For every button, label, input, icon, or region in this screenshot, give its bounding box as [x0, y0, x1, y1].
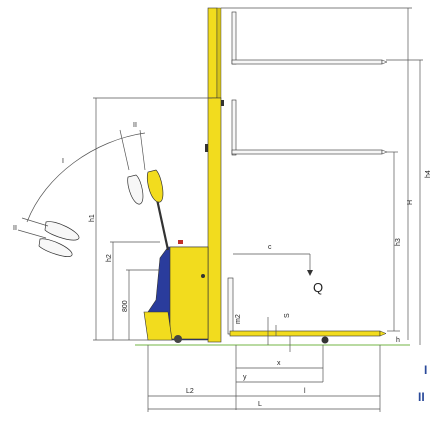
dim-h4-label: h4	[425, 170, 432, 178]
mast-bracket-2	[221, 100, 224, 106]
dim-S-label: S	[284, 313, 291, 318]
tiller-ref-line-3	[17, 229, 47, 239]
tiller-head-ghost-2	[44, 221, 80, 241]
angle-label-I: I	[62, 158, 64, 165]
dim-800-label: 800	[122, 300, 129, 312]
side-mark-II: II	[418, 390, 425, 404]
base-leg	[229, 330, 381, 337]
tiller-head-upright	[146, 169, 164, 203]
dim-h-label: h	[396, 337, 400, 344]
front-bumper	[143, 311, 173, 341]
emergency-button	[178, 240, 183, 244]
dim-L2-label: L2	[186, 388, 194, 395]
base-leg-tip	[379, 330, 387, 337]
main-mast	[207, 97, 222, 343]
upper-mast-side	[216, 7, 222, 99]
dim-h2-label: h2	[106, 254, 113, 262]
dim-h1-label: h1	[89, 214, 96, 222]
middle-fork-carriage	[231, 99, 237, 156]
dim-l-label: l	[304, 388, 306, 395]
tiller-angle-arc-I	[26, 132, 146, 223]
drive-wheel	[174, 335, 182, 343]
dim-H-label: H	[407, 200, 414, 205]
dim-m2-label: m2	[235, 314, 242, 324]
side-mark-I: I	[424, 363, 427, 377]
battery-indicator	[201, 274, 205, 278]
load-arrow	[307, 270, 313, 276]
mast-bracket-1	[205, 144, 208, 152]
load-wheel	[321, 336, 329, 344]
upper-mast	[207, 7, 218, 99]
upper-fork-tip	[381, 59, 388, 65]
tiller-head-ghost-3	[38, 238, 73, 257]
dim-x-label: x	[277, 360, 281, 367]
dim-c-label: c	[268, 244, 272, 251]
angle-label-II-top: II	[133, 122, 137, 129]
dim-L-label: L	[258, 401, 262, 408]
upper-fork-tine	[231, 59, 383, 65]
load-Q-label: Q	[313, 280, 323, 295]
upper-fork-carriage	[231, 11, 237, 65]
middle-fork-tine	[231, 149, 383, 155]
tiller-ref-line-1	[119, 129, 130, 171]
middle-fork-tip	[381, 149, 388, 155]
dim-h3-label: h3	[395, 238, 402, 246]
tiller-ref-line-4	[21, 217, 49, 227]
tiller-head-ghost-1	[127, 174, 144, 205]
battery-cover	[169, 246, 209, 340]
dim-y-label: y	[243, 374, 247, 381]
tiller-ref-line-2	[139, 129, 146, 171]
lower-fork-carriage	[227, 277, 234, 335]
angle-label-II-left: II	[13, 225, 17, 232]
